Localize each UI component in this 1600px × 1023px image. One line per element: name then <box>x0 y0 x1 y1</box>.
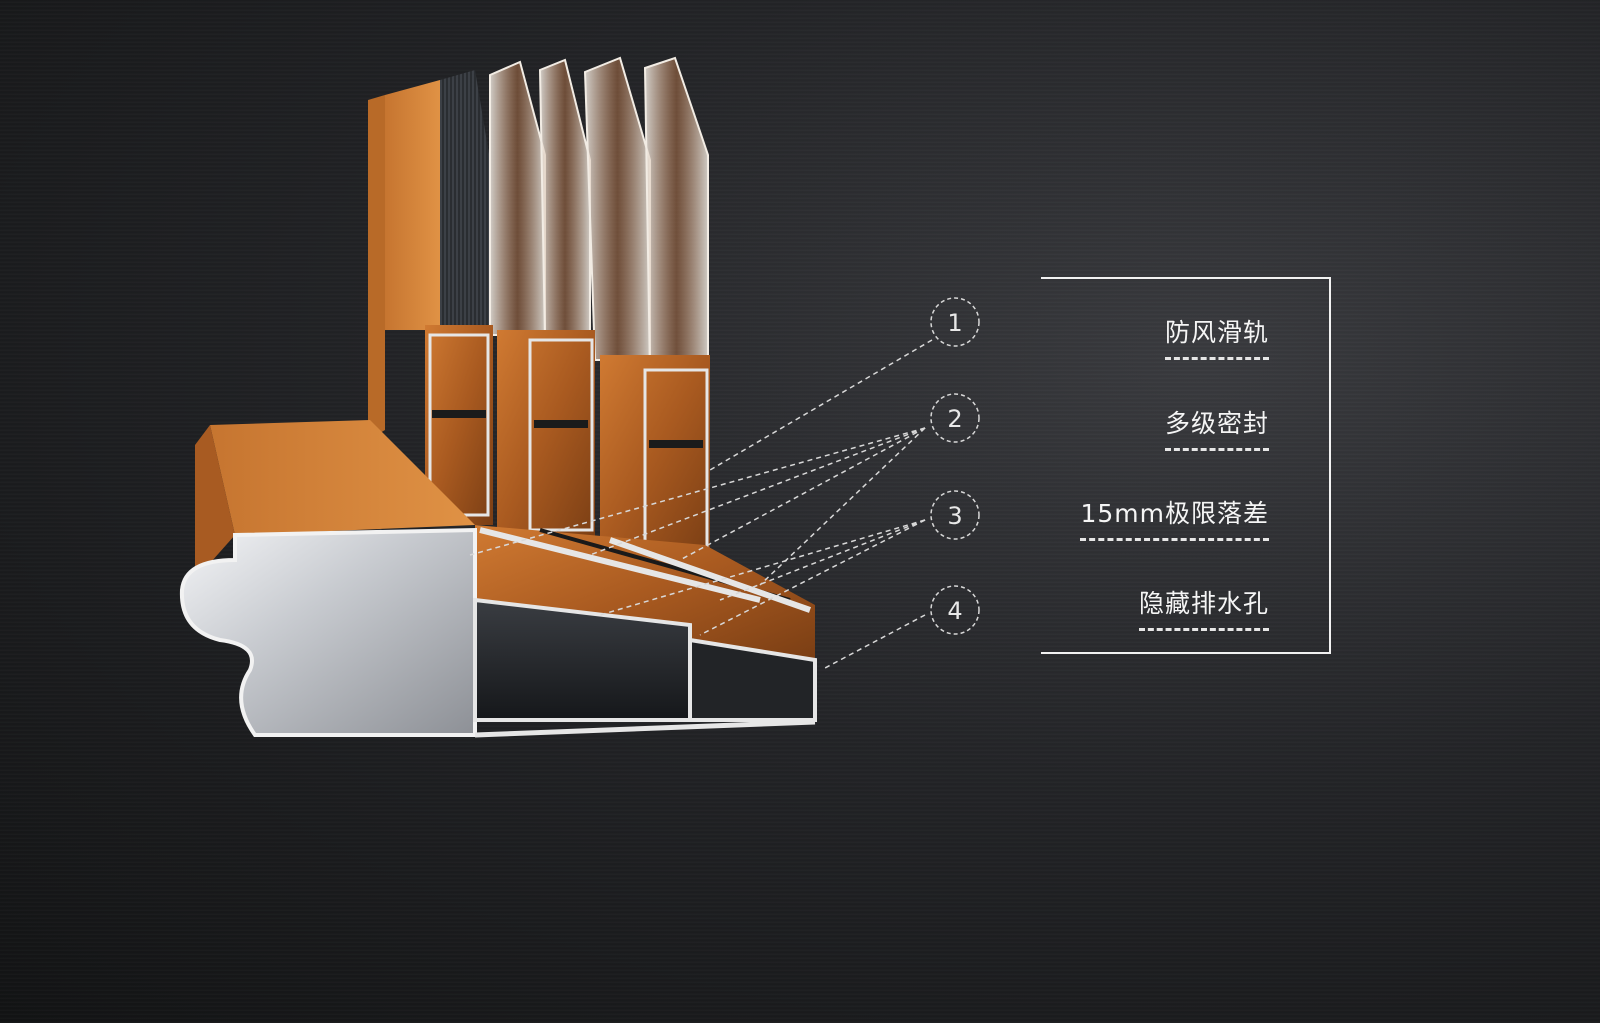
callout-4: 4 <box>930 585 980 635</box>
sill-wood <box>210 420 475 535</box>
callout-number-3: 3 <box>947 502 962 530</box>
legend-item-1: 防风滑轨 <box>1164 313 1269 360</box>
leader-lines <box>469 339 933 669</box>
track-base-feet <box>474 719 816 738</box>
sash-profiles <box>425 325 710 555</box>
insect-screen <box>440 70 490 330</box>
callout-number-2: 2 <box>947 405 962 433</box>
callout-number-4: 4 <box>947 597 962 625</box>
sill-wood-front <box>195 425 235 580</box>
callout-2: 2 <box>930 393 980 443</box>
callout-1: 1 <box>930 297 980 347</box>
legend-item-3: 15mm极限落差 <box>1080 494 1269 541</box>
legend-item-2: 多级密封 <box>1164 404 1269 451</box>
glass-panes <box>489 56 709 376</box>
legend-item-4: 隐藏排水孔 <box>1138 584 1269 631</box>
drain-chamber <box>688 637 817 722</box>
track-frame-wood <box>475 525 815 660</box>
frame-upper-wood <box>368 95 385 440</box>
aluminum-sill-section <box>179 527 477 737</box>
callout-3: 3 <box>930 490 980 540</box>
frame-upper-wood-face <box>385 80 440 330</box>
callout-number-1: 1 <box>947 309 962 337</box>
feature-legend: 防风滑轨 多级密封 15mm极限落差 隐藏排水孔 <box>1041 277 1331 654</box>
